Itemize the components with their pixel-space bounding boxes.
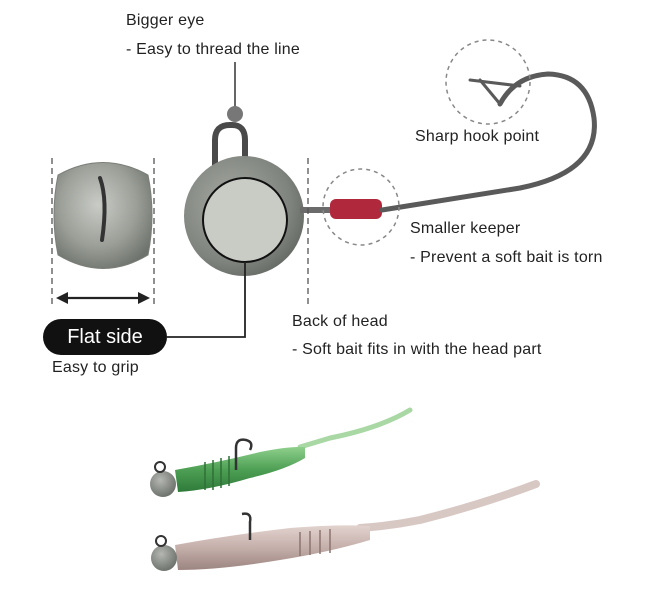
green-rig-head bbox=[150, 471, 176, 497]
side-slot bbox=[98, 176, 107, 242]
flat-side-detail: Easy to grip bbox=[52, 359, 139, 376]
smaller-keeper-detail: - Prevent a soft bait is torn bbox=[410, 249, 603, 266]
pink-rig-hook bbox=[241, 512, 252, 540]
pink-worm-rig bbox=[151, 480, 540, 571]
bigger-eye-dot bbox=[227, 106, 243, 122]
sharp-hook-point-title: Sharp hook point bbox=[415, 128, 540, 145]
pink-worm-body bbox=[175, 525, 370, 570]
jig-head-front-view bbox=[184, 71, 597, 276]
width-arrow-left-head bbox=[56, 292, 68, 304]
green-rig-hook bbox=[234, 438, 253, 470]
pink-worm-rings bbox=[299, 529, 331, 556]
hook-barb bbox=[468, 78, 522, 88]
pink-worm-tail bbox=[356, 480, 540, 532]
keeper-circle bbox=[322, 168, 400, 246]
pink-rig-eye bbox=[155, 535, 167, 547]
bigger-eye-title: Bigger eye bbox=[126, 12, 205, 29]
jig-head-side-view bbox=[51, 158, 155, 305]
hook-point bbox=[478, 78, 502, 106]
flat-side-leader bbox=[167, 262, 246, 338]
back-of-head-detail: - Soft bait fits in with the head part bbox=[292, 341, 542, 358]
green-worm-rings bbox=[204, 456, 230, 490]
line-eye bbox=[212, 122, 248, 170]
green-rig-eye bbox=[154, 461, 166, 473]
back-of-head-title: Back of head bbox=[292, 313, 388, 330]
green-worm-body bbox=[175, 446, 305, 492]
pink-rig-head bbox=[151, 545, 177, 571]
green-worm-rig bbox=[150, 407, 413, 497]
bigger-eye-detail: - Easy to thread the line bbox=[126, 41, 300, 58]
width-arrow-right-head bbox=[138, 292, 150, 304]
hook-point-circle bbox=[445, 39, 531, 125]
callout-markers bbox=[167, 39, 531, 338]
smaller-keeper-title: Smaller keeper bbox=[410, 220, 521, 237]
flat-side-badge: Flat side bbox=[43, 319, 167, 355]
soft-bait-keeper bbox=[330, 199, 382, 219]
hook-bend bbox=[379, 71, 597, 213]
green-worm-tail bbox=[297, 407, 413, 450]
